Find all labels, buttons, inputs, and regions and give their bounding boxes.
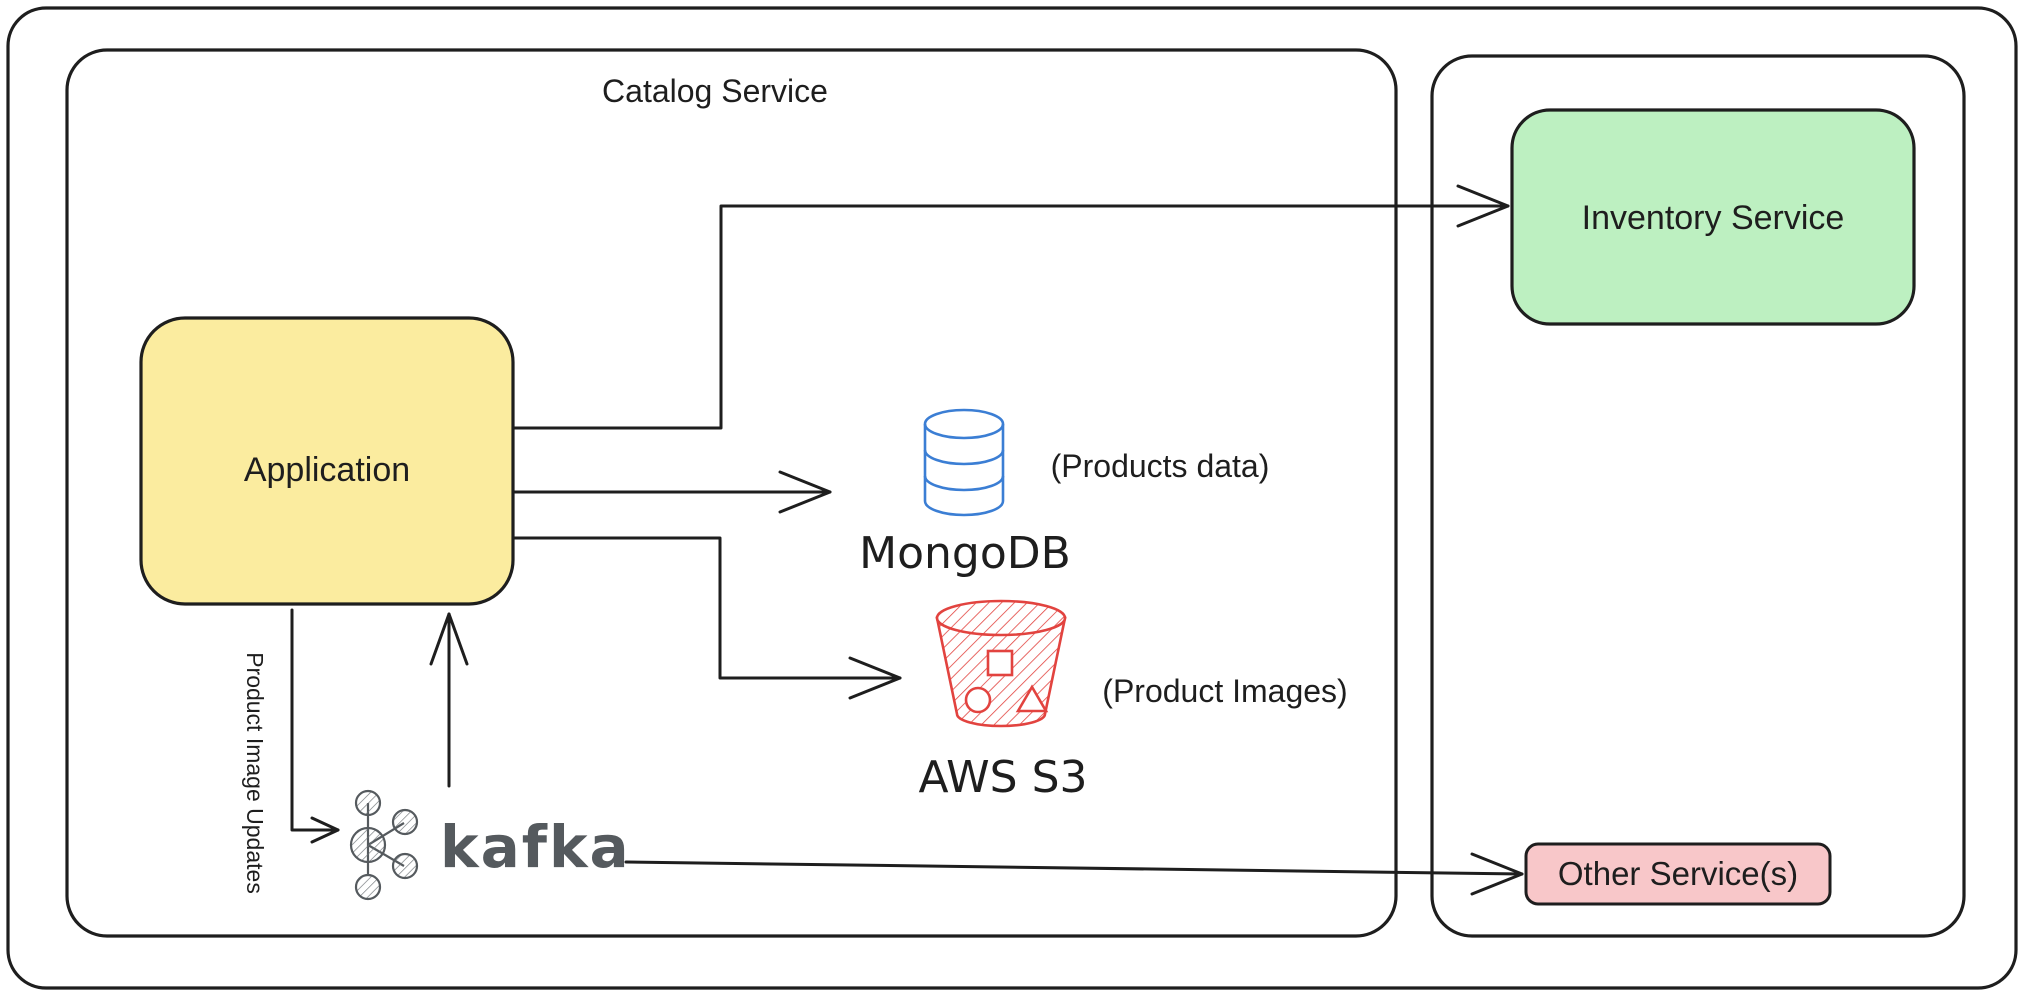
other-services-label: Other Service(s) bbox=[1558, 855, 1798, 892]
catalog-service-title: Catalog Service bbox=[602, 73, 828, 109]
outer-frame bbox=[6, 6, 2018, 990]
mongodb-node[interactable]: (Products data) MongoDB bbox=[859, 408, 1270, 579]
application-label: Application bbox=[244, 451, 410, 489]
inventory-service-label: Inventory Service bbox=[1582, 199, 1845, 237]
kafka-icon bbox=[349, 789, 419, 901]
kafka-node[interactable]: kafka bbox=[349, 789, 631, 901]
edge-label-product-image-updates: Product Image Updates bbox=[242, 652, 268, 894]
bucket-icon bbox=[935, 599, 1067, 728]
aws-s3-node[interactable]: (Product Images) AWS S3 bbox=[918, 599, 1348, 803]
edge-application-to-mongodb bbox=[512, 470, 832, 514]
edge-application-to-inventory bbox=[512, 184, 1510, 430]
edge-application-to-kafka: Product Image Updates bbox=[242, 608, 340, 894]
application-node[interactable]: Application bbox=[139, 316, 515, 606]
kafka-wordmark: kafka bbox=[440, 813, 631, 881]
catalog-service-container: Catalog Service bbox=[65, 48, 1398, 938]
inventory-service-node[interactable]: Inventory Service bbox=[1510, 108, 1916, 326]
edge-kafka-to-other-services bbox=[624, 852, 1524, 896]
edge-application-to-s3 bbox=[512, 536, 902, 700]
mongodb-note: (Products data) bbox=[1051, 448, 1270, 484]
mongodb-label: MongoDB bbox=[859, 528, 1071, 579]
external-services-container bbox=[1430, 54, 1966, 938]
aws-s3-label: AWS S3 bbox=[918, 752, 1087, 803]
edge-kafka-to-application bbox=[429, 612, 469, 788]
other-services-node[interactable]: Other Service(s) bbox=[1524, 842, 1832, 906]
database-icon bbox=[923, 408, 1005, 517]
aws-s3-note: (Product Images) bbox=[1102, 673, 1347, 709]
